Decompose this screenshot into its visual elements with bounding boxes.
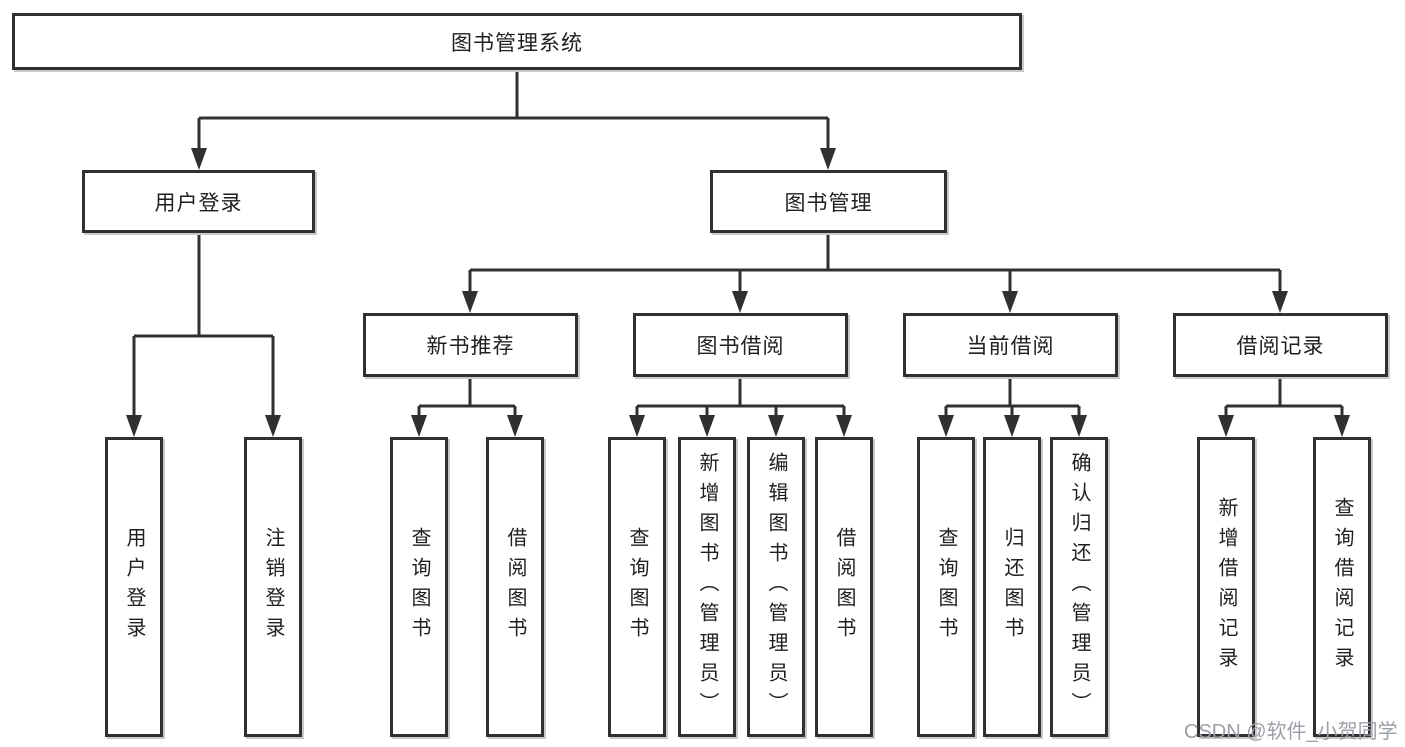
leaf-query-borrow-record: 查询借阅记录 xyxy=(1313,437,1371,737)
leaf-edit-books-admin: 编辑图书（管理员） xyxy=(747,437,805,737)
node-book-management: 图书管理 xyxy=(710,170,947,233)
leaf-query-books-current: 查询图书 xyxy=(917,437,975,737)
leaf-user-login: 用户登录 xyxy=(105,437,163,737)
node-user-login: 用户登录 xyxy=(82,170,315,233)
node-book-borrowing: 图书借阅 xyxy=(633,313,848,377)
node-borrowing-records: 借阅记录 xyxy=(1173,313,1388,377)
leaf-borrow-books: 借阅图书 xyxy=(815,437,873,737)
leaf-borrow-books-recommendation: 借阅图书 xyxy=(486,437,544,737)
node-new-book-recommendation: 新书推荐 xyxy=(363,313,578,377)
leaf-confirm-return-admin: 确认归还（管理员） xyxy=(1050,437,1108,737)
leaf-return-books: 归还图书 xyxy=(983,437,1041,737)
leaf-query-books-recommendation: 查询图书 xyxy=(390,437,448,737)
leaf-add-borrow-record: 新增借阅记录 xyxy=(1197,437,1255,737)
node-current-borrowing: 当前借阅 xyxy=(903,313,1118,377)
csdn-watermark: CSDN @软件_小贺同学 xyxy=(1184,721,1398,743)
node-library-management-system: 图书管理系统 xyxy=(12,13,1022,70)
leaf-logout: 注销登录 xyxy=(244,437,302,737)
leaf-add-books-admin: 新增图书（管理员） xyxy=(678,437,736,737)
leaf-query-books-borrowing: 查询图书 xyxy=(608,437,666,737)
